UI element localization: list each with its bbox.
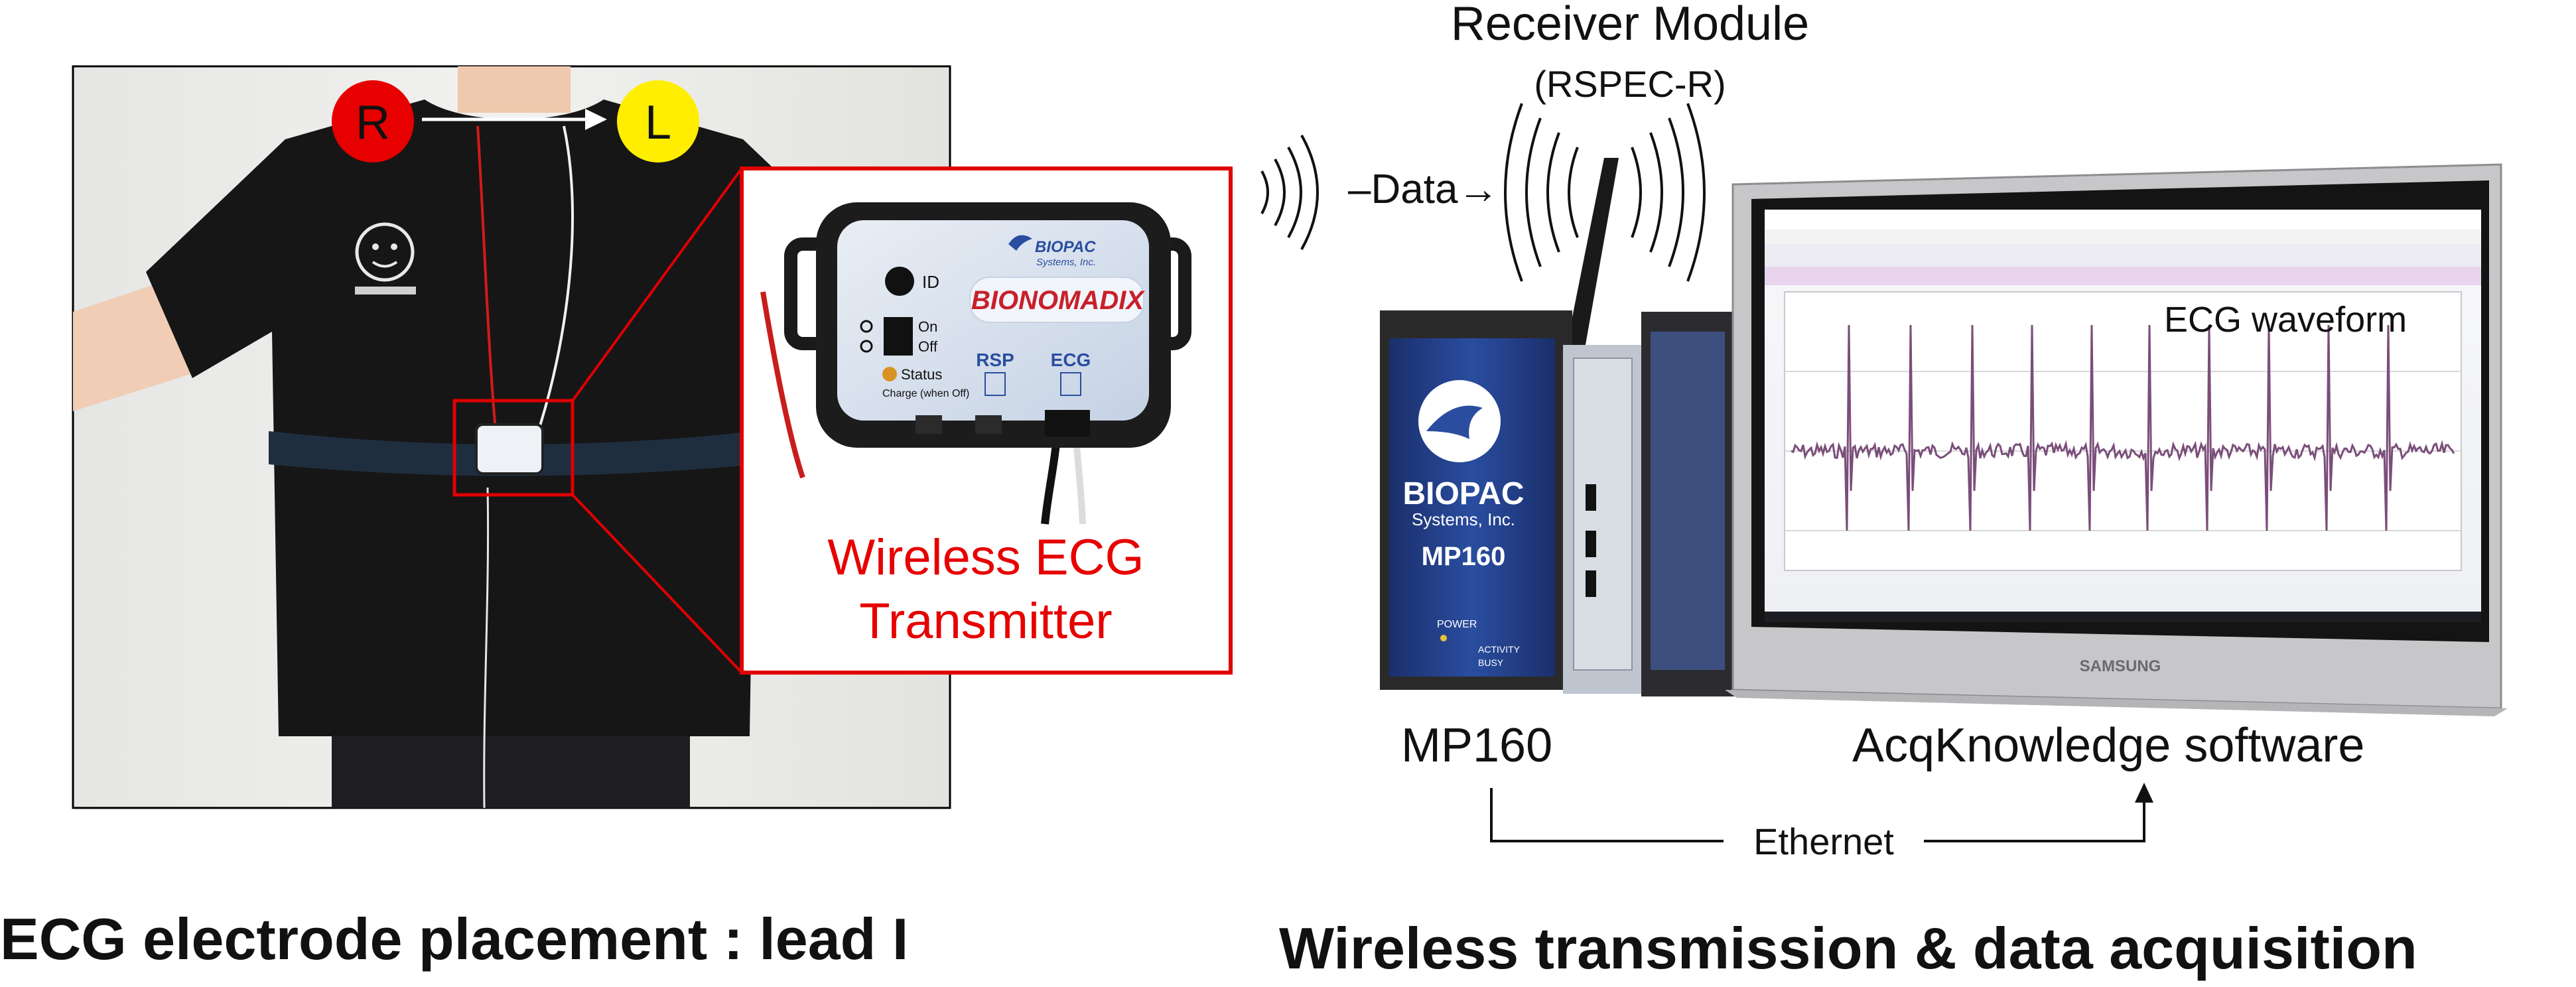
transmitter-caption-line2: Transmitter [859, 593, 1112, 649]
t-shirt [146, 99, 882, 736]
waveform-plot [1784, 291, 2462, 571]
status-led [882, 367, 897, 381]
lead-wire-white [535, 125, 574, 438]
neck [458, 66, 571, 113]
off-label: Off [918, 338, 938, 355]
software-label: AcqKnowledge software [1852, 719, 2364, 772]
transmitter-caption-line1: Wireless ECG [827, 529, 1144, 586]
app-menu-bar [1765, 230, 2481, 244]
transmitter-brand: BIOPAC [1035, 238, 1096, 256]
ecg-trace [1791, 324, 2455, 531]
receiver-subtitle: (RSPEC-R) [1534, 63, 1726, 105]
ethernet-label: Ethernet [1753, 821, 1894, 862]
rspec-switch-ecg-2 [1586, 570, 1596, 597]
receive-wave-icon [1504, 103, 1706, 282]
lead-wire-bottom [483, 487, 490, 809]
status-label: Status [901, 366, 942, 383]
power-switch [884, 317, 913, 356]
mp160-busy-label: BUSY [1478, 657, 1504, 668]
mp160-power-led [1440, 635, 1447, 641]
mp160-label: MP160 [1401, 719, 1552, 772]
port-3 [1045, 410, 1090, 436]
transmitter-zoom-panel: BIOPAC Systems, Inc. BIONOMADIX ID On Of… [740, 166, 1233, 675]
zoom-line-top [571, 167, 743, 402]
taskbar [1765, 612, 2481, 622]
mp160-brand: BIOPAC [1402, 476, 1524, 511]
biopac-logo-icon [1008, 235, 1032, 251]
zoom-region [452, 399, 575, 497]
app-channel-bar [1765, 267, 2481, 285]
mp160-model: MP160 [1422, 542, 1506, 571]
laptop-brand: SAMSUNG [2080, 657, 2161, 675]
ecg-icon [1060, 372, 1081, 396]
lead-direction-arrowhead [585, 109, 607, 130]
data-arrow-label: –Data→ [1348, 166, 1499, 212]
electrode-left: L [617, 80, 699, 163]
receiver-antenna [1564, 158, 1619, 360]
transmitter-cable-red [760, 291, 805, 479]
electrode-right-label: R [356, 96, 390, 149]
electrode-right: R [332, 80, 414, 163]
app-toolbar [1765, 244, 2481, 267]
on-label: On [918, 318, 937, 335]
output-module-panel [1651, 332, 1725, 670]
power-on-icon [860, 320, 873, 333]
mp160-device: BIOPAC Systems, Inc. MP160 POWER ACTIVIT… [1380, 310, 1734, 696]
power-off-icon [860, 340, 873, 353]
pants [332, 736, 690, 808]
waveform-label: ECG waveform [2164, 300, 2407, 340]
laptop-base [1725, 690, 2508, 716]
app-title-bar [1765, 210, 2481, 230]
ethernet-connector [1490, 783, 2153, 842]
rspec-switch-rsp [1586, 484, 1596, 511]
id-label: ID [922, 272, 939, 292]
mp160-power-label: POWER [1437, 619, 1477, 630]
rspec-module-strip [1573, 358, 1633, 671]
receiver-title: Receiver Module [1451, 0, 1809, 50]
port-1 [915, 415, 942, 434]
transmit-wave-icon [1260, 135, 1319, 250]
rsp-icon [984, 372, 1006, 396]
mp160-brand-sub: Systems, Inc. [1412, 509, 1515, 529]
mp160-activity-label: ACTIVITY [1478, 644, 1521, 655]
zoom-line-bottom [571, 494, 743, 674]
shirt-logo [355, 222, 416, 295]
rspec-switch-ecg-1 [1586, 531, 1596, 557]
transmitter-product: BIONOMADIX [971, 286, 1145, 315]
right-section-title: Wireless transmission & data acquisition [1279, 915, 2417, 981]
lead-wire-red [476, 125, 498, 438]
transmitter-brand-sub: Systems, Inc. [1036, 257, 1096, 268]
left-section-title: ECG electrode placement : lead I [0, 906, 908, 972]
ethernet-arrowhead [2135, 783, 2153, 803]
charge-label: Charge (when Off) [882, 388, 969, 399]
electrode-left-label: L [645, 96, 671, 149]
id-button [885, 267, 914, 296]
laptop: SAMSUNG [1725, 163, 2508, 716]
mp160-wave-icon [1426, 405, 1483, 439]
ecg-label: ECG [1051, 350, 1091, 370]
port-2 [975, 415, 1002, 434]
rsp-label: RSP [976, 350, 1014, 370]
product-banner [969, 277, 1144, 323]
strap-transmitter [475, 423, 544, 475]
